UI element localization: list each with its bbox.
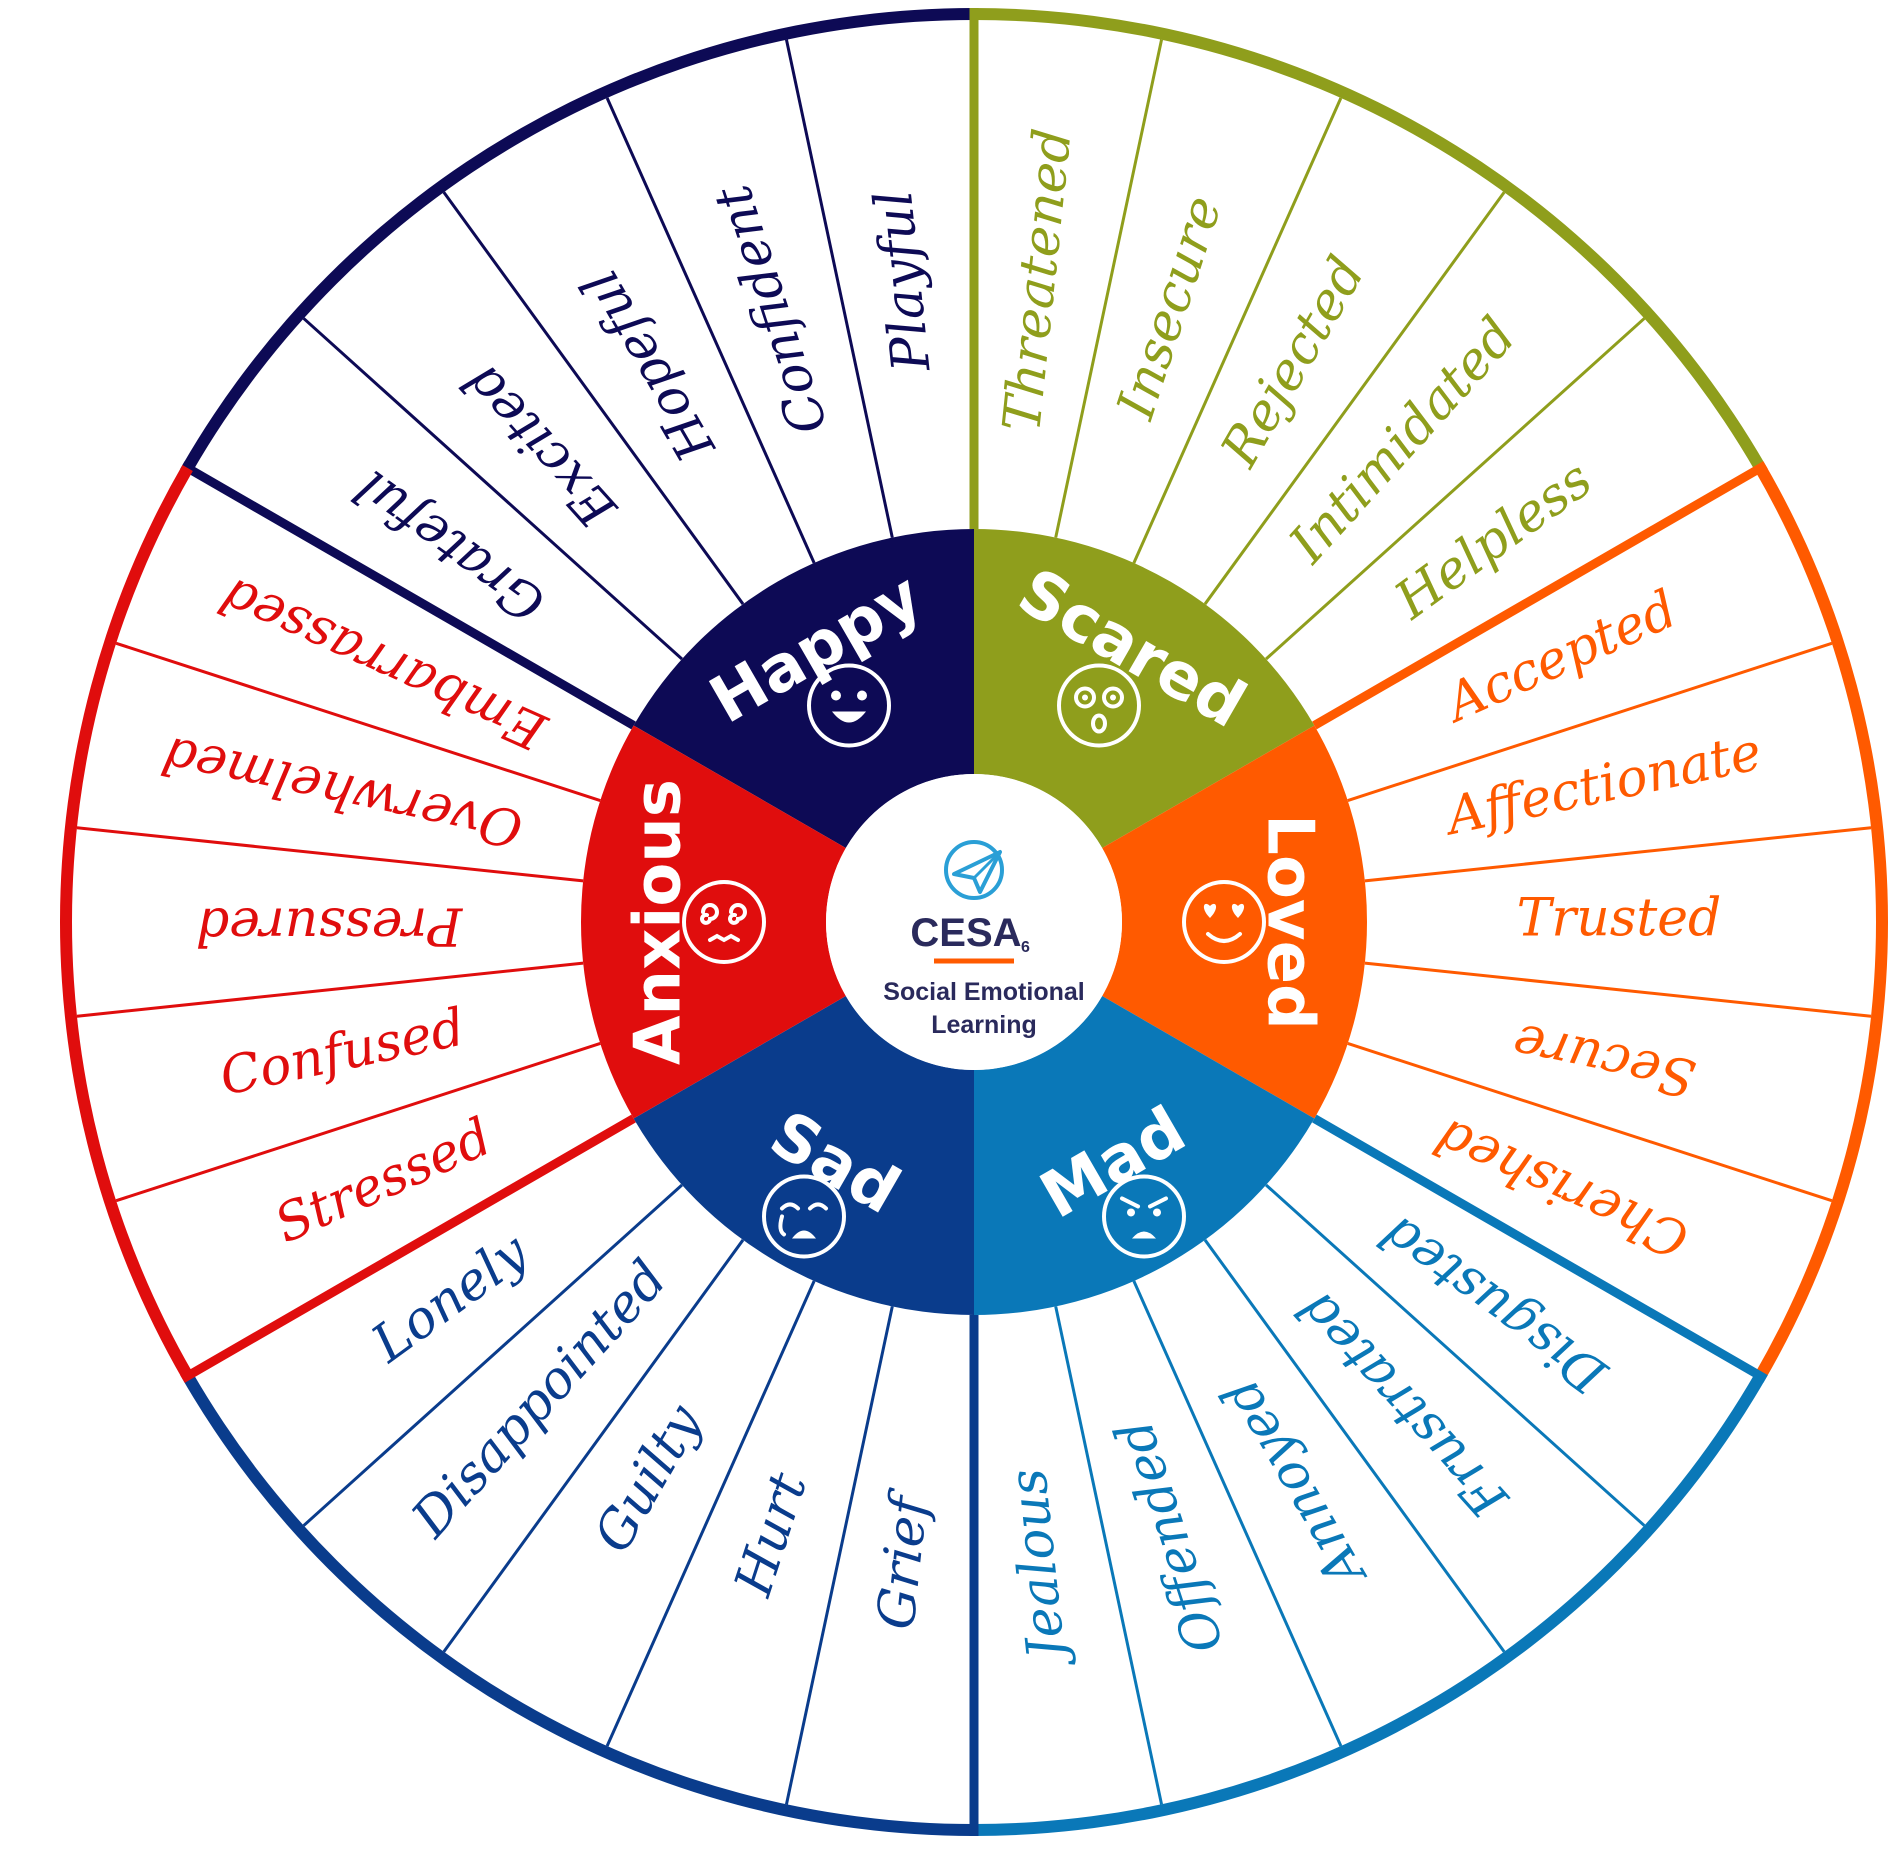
word-divider [302, 317, 683, 661]
emotion-insecure: Insecure [1106, 189, 1234, 427]
emotion-confident: Confident [703, 178, 840, 442]
sector-boundary-happy [180, 461, 636, 730]
logo-badge [826, 774, 1122, 1070]
band-anxious [59, 465, 193, 1379]
band-happy [182, 8, 975, 471]
word-divider [1364, 826, 1872, 883]
grinning-face-icon [807, 663, 891, 748]
logo-superscript: 6 [1021, 939, 1030, 956]
paper-plane-icon [944, 840, 1004, 900]
word-divider [1132, 97, 1343, 564]
word-divider [1132, 1280, 1343, 1747]
word-divider [76, 961, 584, 1018]
word-divider [1203, 191, 1506, 605]
angry-face-icon [1102, 1174, 1186, 1259]
emotion-stressed: Stressed [266, 1107, 500, 1255]
emotion-accepted: Accepted [1434, 579, 1686, 735]
emotion-playful: Playful [864, 188, 943, 376]
core-sad [633, 996, 974, 1315]
emotion-cherished: Cherished [1426, 1105, 1697, 1270]
emotion-grief: Grief [866, 1486, 940, 1632]
word-divider [605, 1280, 816, 1747]
emotion-overwhelmed: Overwhelmed [157, 724, 528, 859]
emotion-annoyed: Annoyed [1210, 1368, 1379, 1600]
sector-boundary-mad [1312, 1114, 1768, 1383]
emotion-grateful: Grateful [344, 457, 556, 634]
emotion-threatened: Threatened [992, 126, 1083, 435]
word-divider [1054, 1306, 1164, 1805]
band-loved [1755, 465, 1888, 1379]
emotion-excited: Excited [451, 351, 629, 539]
core-loved [1102, 725, 1368, 1119]
emotion-helpless: Helpless [1384, 449, 1604, 631]
emotion-jealous: Jealous [998, 1466, 1079, 1671]
word-divider [1364, 961, 1872, 1018]
word-divider [1265, 317, 1646, 661]
word-divider [1265, 1183, 1646, 1527]
logo-subtitle-line1: Social Emotional [883, 978, 1084, 1006]
heart-eyes-face-icon [1182, 880, 1266, 964]
word-divider [1203, 1239, 1506, 1653]
word-divider [605, 97, 816, 564]
logo-name: CESA [910, 911, 1021, 955]
emotion-rejected: Rejected [1209, 247, 1377, 478]
core-scared [974, 529, 1315, 848]
word-divider [442, 191, 745, 605]
core-mad [974, 996, 1315, 1315]
center-logo: CESA 6 Social Emotional Learning [826, 774, 1122, 1070]
word-divider [784, 39, 894, 538]
word-divider [302, 1183, 683, 1527]
emotion-hurt: Hurt [723, 1466, 819, 1604]
band-scared [974, 8, 1766, 471]
word-divider [1347, 641, 1833, 802]
band-mad [974, 1373, 1766, 1836]
word-divider [115, 1042, 601, 1203]
word-divider [442, 1239, 745, 1653]
word-divider [1347, 1042, 1833, 1203]
word-divider [76, 826, 584, 883]
emotion-trusted: Trusted [1517, 889, 1722, 949]
emotion-hopeful: Hopeful [570, 259, 728, 472]
core-anxious [581, 725, 846, 1119]
emotion-lonely: Lonely [360, 1222, 539, 1375]
word-divider [784, 1306, 894, 1805]
sector-boundary-loved [1312, 461, 1768, 730]
core-happy [633, 529, 974, 848]
crying-face-icon [762, 1174, 846, 1259]
surprised-face-icon [1057, 663, 1141, 748]
sector-boundary-anxious [180, 1114, 636, 1383]
emotion-guilty: Guilty [583, 1395, 715, 1563]
word-divider [115, 641, 601, 802]
dizzy-face-icon [682, 880, 766, 964]
band-sad [182, 1373, 975, 1836]
logo-subtitle-line2: Learning [931, 1011, 1037, 1039]
word-divider [1054, 39, 1164, 538]
emotion-confused: Confused [215, 998, 470, 1108]
emotion-pressured: Pressured [196, 896, 463, 956]
emotion-secure: Secure [1508, 1011, 1701, 1108]
emotion-affectionate: Affectionate [1438, 722, 1767, 848]
